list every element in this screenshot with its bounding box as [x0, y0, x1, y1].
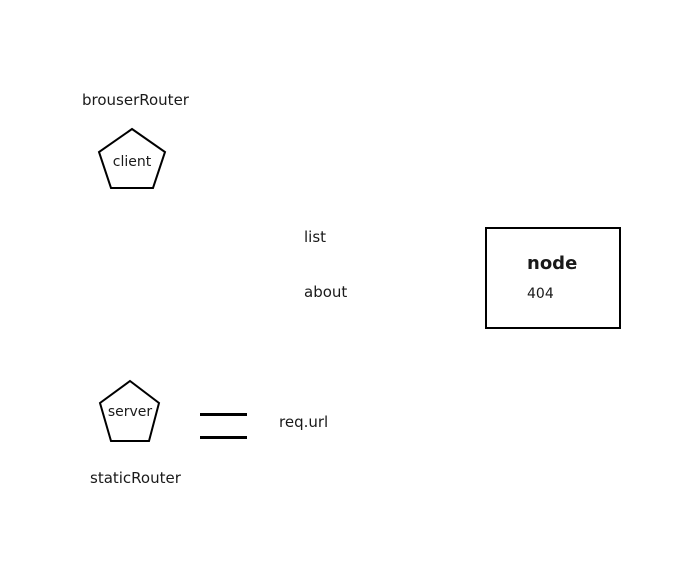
- static-router-label: staticRouter: [90, 469, 181, 487]
- node-box: node 404: [485, 227, 621, 329]
- equals-line-bottom: [200, 436, 247, 439]
- client-label: client: [112, 154, 152, 170]
- route-about-label: about: [304, 283, 348, 301]
- server-label: server: [107, 404, 153, 420]
- browser-router-label: brouserRouter: [82, 91, 189, 109]
- req-url-label: req.url: [279, 413, 329, 431]
- node-title: node: [527, 253, 578, 274]
- node-404-label: 404: [527, 286, 554, 302]
- route-list-label: list: [304, 228, 327, 246]
- equals-line-top: [200, 413, 247, 416]
- server-pentagon-shape: [98, 379, 161, 442]
- client-pentagon-shape: [97, 127, 167, 189]
